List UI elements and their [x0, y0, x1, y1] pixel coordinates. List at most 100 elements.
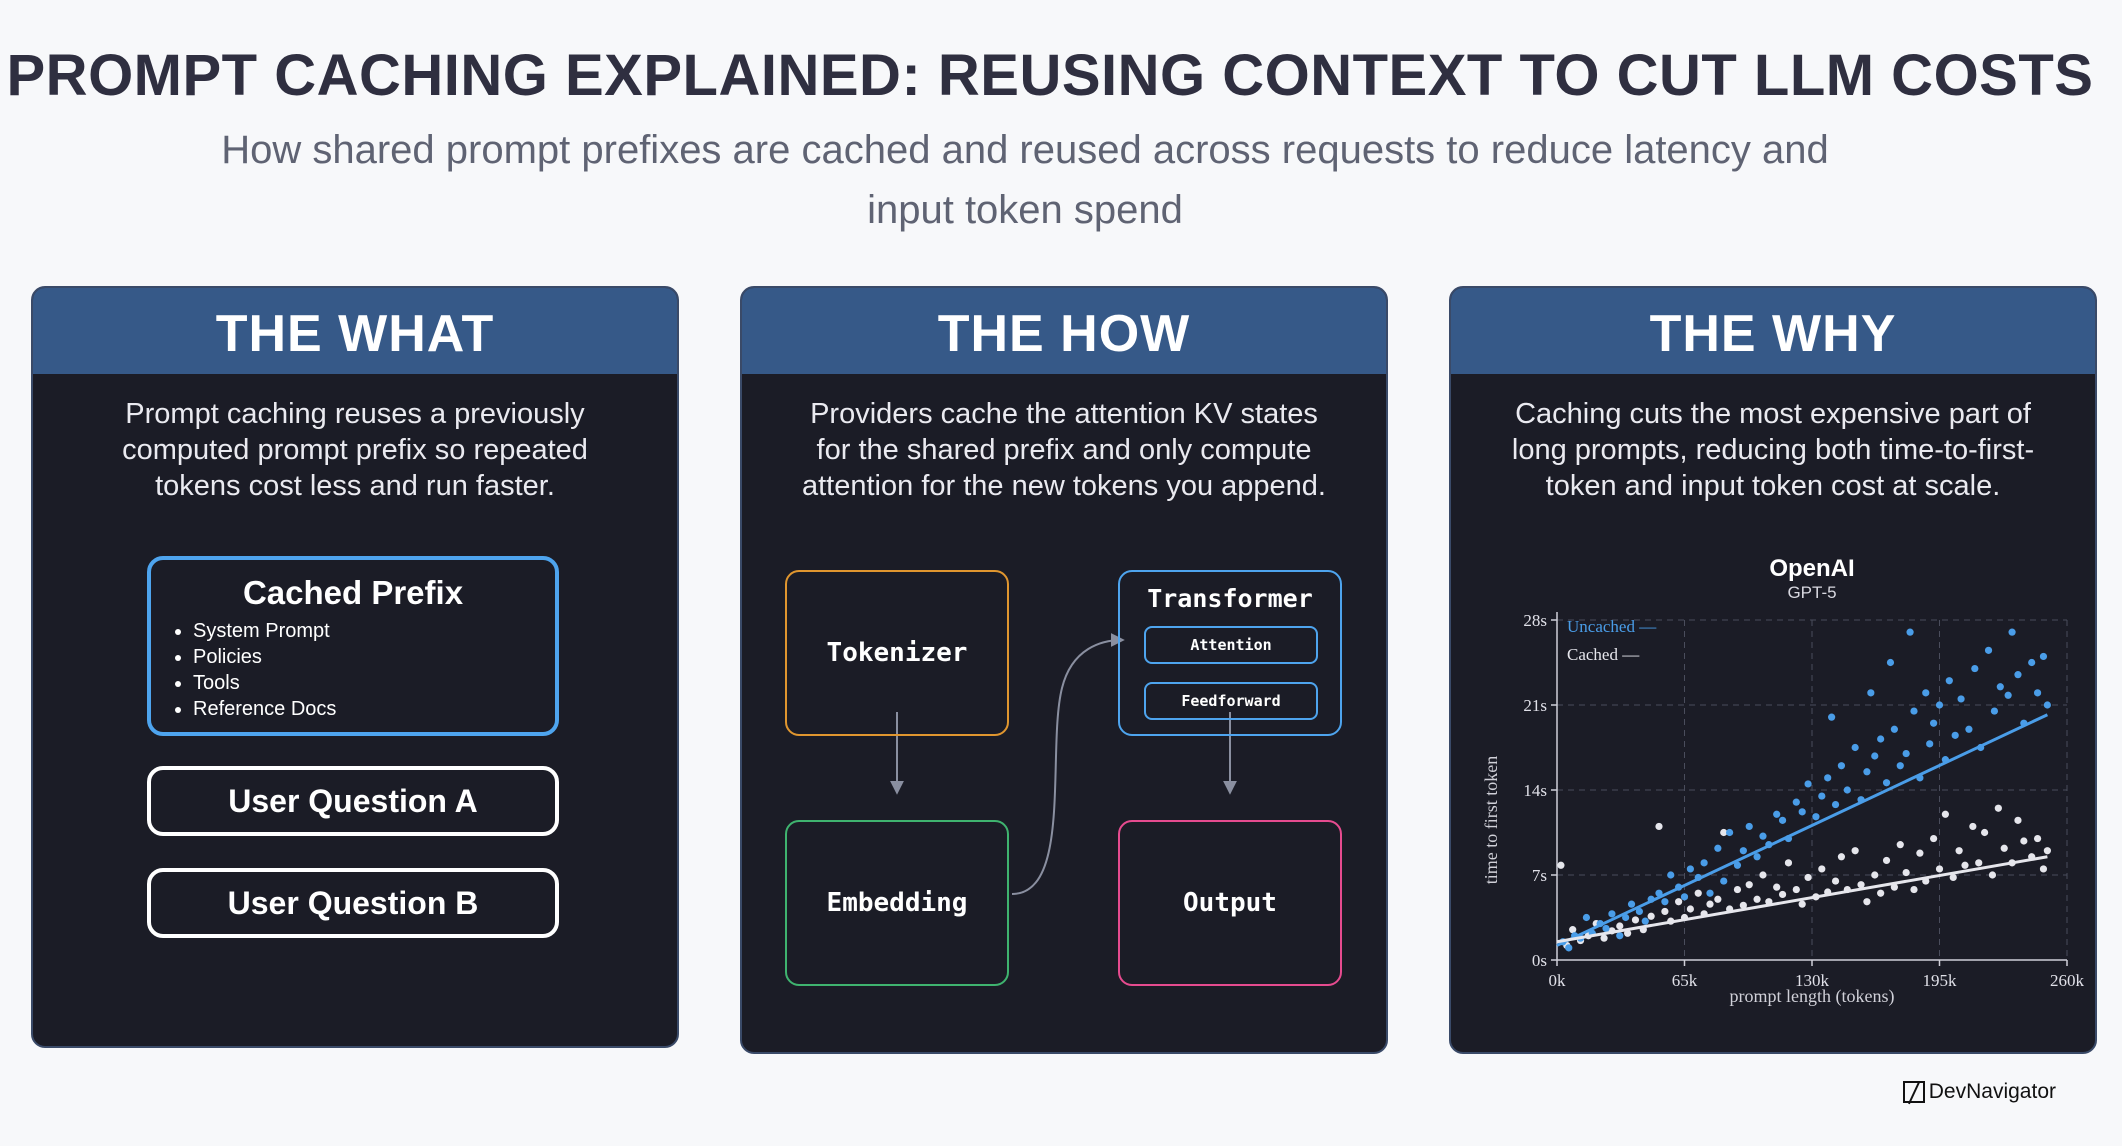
x-tick-label: 0k — [1549, 971, 1567, 990]
cached-point — [1935, 865, 1944, 873]
cached-point — [1686, 905, 1694, 913]
uncached-point — [1616, 932, 1624, 940]
uncached-point — [1667, 871, 1675, 879]
how-card: THE HOW Providers cache the attention KV… — [740, 286, 1388, 1054]
cached-point — [1961, 861, 1969, 869]
y-tick-label: 28s — [1523, 611, 1547, 630]
embedding-node: Embedding — [785, 820, 1009, 986]
cached-point — [1916, 849, 1924, 857]
cached-point — [2020, 837, 2028, 845]
uncached-point — [1622, 913, 1630, 922]
uncached-point — [1804, 780, 1812, 788]
chart-marks — [1556, 628, 2051, 952]
arrow-embedding-transformer — [1011, 633, 1125, 895]
uncached-point — [1971, 664, 1979, 673]
cached-point — [1831, 877, 1840, 885]
cached-point — [1804, 873, 1812, 882]
y-tick-label: 0s — [1532, 951, 1547, 970]
uncached-point — [1828, 713, 1836, 721]
uncached-point — [1686, 865, 1694, 873]
page-title: PROMPT CACHING EXPLAINED: REUSING CONTEX… — [6, 43, 2094, 108]
brand-slash-icon — [1902, 1081, 1925, 1103]
x-tick-label: 65k — [1672, 971, 1698, 990]
uncached-point — [1627, 900, 1636, 908]
cached-point — [1655, 822, 1663, 831]
uncached-point — [1896, 762, 1904, 770]
user-question-b: User Question B — [147, 868, 559, 938]
cached-point — [1949, 873, 1957, 882]
cached-point — [2000, 844, 2008, 852]
what-heading: THE WHAT — [33, 288, 677, 374]
uncached-point — [1996, 683, 2004, 691]
cached-point — [1798, 900, 1806, 908]
uncached-point — [1906, 628, 1914, 636]
uncached-point — [1843, 786, 1851, 794]
uncached-point — [1733, 861, 1742, 869]
cached-point — [1910, 885, 1918, 894]
uncached-point — [1910, 707, 1918, 715]
pipeline-connectors — [890, 633, 1237, 895]
uncached-point — [1602, 924, 1610, 933]
prefix-item: Policies — [193, 644, 555, 670]
uncached-point — [2008, 628, 2016, 636]
cached-point — [2033, 834, 2042, 843]
cached-point — [2014, 816, 2022, 824]
uncached-point — [1680, 893, 1689, 901]
cached-point — [1975, 859, 1983, 867]
uncached-point — [1745, 822, 1753, 831]
cached-point — [1955, 847, 1963, 855]
brand-logo: DevNavigator — [1902, 1080, 2056, 1104]
feedforward-block: Feedforward — [1144, 682, 1318, 720]
cached-point — [1863, 898, 1871, 906]
x-tick-label: 195k — [1923, 971, 1958, 990]
cached-prefix-title: Cached Prefix — [242, 574, 464, 611]
legend-uncached: Uncached — — [1567, 617, 1657, 636]
cached-trend-line — [1556, 855, 2048, 944]
cached-point — [1890, 883, 1898, 891]
user-question-a: User Question A — [147, 766, 559, 836]
uncached-point — [1565, 944, 1573, 952]
uncached-point — [1700, 859, 1708, 867]
tokenizer-node: Tokenizer — [785, 570, 1009, 736]
uncached-point — [1935, 701, 1944, 709]
uncached-point — [1661, 898, 1669, 906]
uncached-point — [1635, 907, 1643, 916]
uncached-point — [2028, 658, 2036, 667]
x-tick-label: 260k — [2050, 971, 2085, 990]
cached-point — [1792, 885, 1800, 894]
uncached-point — [1608, 910, 1616, 918]
cached-point — [1720, 828, 1728, 837]
what-description: Prompt caching reuses a previously compu… — [122, 398, 588, 502]
uncached-point — [1837, 762, 1846, 770]
uncached-point — [1778, 816, 1787, 824]
uncached-point — [1824, 774, 1832, 782]
cached-point — [1694, 889, 1702, 897]
uncached-point — [1922, 689, 1930, 697]
brand-name: DevNavigator — [1928, 1080, 2056, 1103]
chart-grid — [1557, 619, 2068, 960]
prefix-item: Tools — [193, 670, 555, 696]
uncached-point — [1930, 719, 1938, 727]
y-tick-label: 14s — [1523, 781, 1547, 800]
uncached-point — [1726, 828, 1734, 837]
cached-point — [1902, 868, 1910, 877]
cached-point — [1969, 822, 1977, 831]
cached-point — [1778, 890, 1787, 899]
uncached-point — [1798, 808, 1806, 816]
uncached-point — [1890, 725, 1898, 733]
cached-point — [1733, 885, 1742, 894]
cached-point — [1557, 861, 1565, 869]
uncached-point — [1990, 707, 1999, 715]
cached-point — [1837, 853, 1846, 861]
output-node: Output — [1118, 820, 1342, 986]
cached-point — [1714, 895, 1722, 903]
uncached-point — [1877, 735, 1885, 743]
cached-point — [1818, 865, 1826, 873]
cached-point — [1994, 804, 2002, 812]
page-subtitle: How shared prompt prefixes are cached an… — [221, 128, 1829, 232]
uncached-point — [1831, 800, 1840, 809]
uncached-point — [1739, 847, 1747, 855]
attention-block: Attention — [1144, 626, 1318, 664]
transformer-node: Transformer Attention Feedforward — [1118, 570, 1342, 736]
cached-point — [1675, 898, 1683, 906]
